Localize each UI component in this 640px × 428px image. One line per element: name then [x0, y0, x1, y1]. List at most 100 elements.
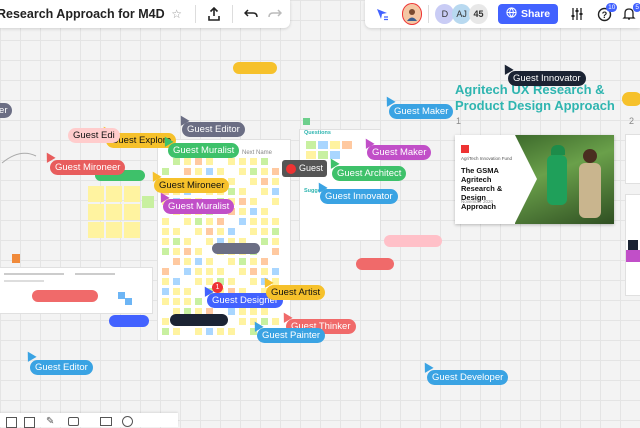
sticky-note[interactable]	[228, 308, 235, 315]
sticky-note[interactable]	[228, 188, 235, 195]
sticky-note[interactable]	[173, 258, 180, 265]
sticky-note[interactable]	[261, 158, 268, 165]
sticky-note[interactable]	[206, 228, 213, 235]
sticky-note[interactable]	[272, 198, 279, 205]
sticky-note[interactable]	[261, 288, 268, 295]
sticky-note[interactable]	[162, 248, 169, 255]
sticky-note[interactable]	[206, 308, 213, 315]
sticky-note[interactable]	[239, 308, 246, 315]
sticky-note[interactable]	[184, 298, 191, 305]
sticky-note[interactable]	[195, 328, 202, 335]
sticky-note[interactable]	[261, 278, 268, 285]
sticky-note[interactable]	[195, 158, 202, 165]
sticky-note[interactable]	[272, 238, 279, 245]
sticky-note[interactable]	[250, 308, 257, 315]
sticky-note[interactable]	[195, 228, 202, 235]
sticky-note[interactable]	[250, 268, 257, 275]
sticky-note[interactable]	[239, 198, 246, 205]
sticky-note[interactable]	[250, 218, 257, 225]
sticky-note[interactable]	[195, 258, 202, 265]
collaborator-avatar[interactable]: AJ	[452, 4, 472, 24]
sticky-note[interactable]	[195, 168, 202, 175]
star-icon[interactable]: ☆	[171, 7, 183, 21]
sticky-note[interactable]	[272, 188, 279, 195]
sticky-note[interactable]	[162, 228, 169, 235]
notification-bell-icon[interactable]: 5	[617, 2, 640, 26]
avatar[interactable]	[401, 3, 423, 25]
sticky-note[interactable]	[228, 288, 235, 295]
sticky-note[interactable]	[250, 178, 257, 185]
sticky-note[interactable]	[217, 278, 224, 285]
sticky-note[interactable]	[228, 258, 235, 265]
sticky-note[interactable]	[261, 208, 268, 215]
sticky-note[interactable]	[228, 178, 235, 185]
sticky-note[interactable]	[228, 278, 235, 285]
comment-icon[interactable]	[68, 417, 79, 426]
sticky-note[interactable]	[239, 288, 246, 295]
sticky-note[interactable]	[261, 268, 268, 275]
sticky-note[interactable]	[195, 298, 202, 305]
slide-card[interactable]: AgriTech Innovation Fund The GSMA Agrite…	[455, 135, 614, 224]
share-button[interactable]: Share	[497, 4, 559, 24]
sticky-note[interactable]	[272, 168, 279, 175]
sticky-note[interactable]	[239, 188, 246, 195]
sticky-note[interactable]	[239, 218, 246, 225]
sticky-note[interactable]	[239, 268, 246, 275]
emoji-icon[interactable]	[122, 416, 133, 427]
sticky-note[interactable]	[206, 218, 213, 225]
sticky-note[interactable]	[206, 158, 213, 165]
board-title[interactable]: Research Approach for M4D	[0, 7, 165, 21]
left-board-frame[interactable]	[0, 268, 152, 313]
sticky-note[interactable]	[228, 238, 235, 245]
sticky-cluster[interactable]	[88, 186, 158, 256]
sticky-note[interactable]	[239, 318, 246, 325]
sticky-note[interactable]	[162, 168, 169, 175]
sticky-note[interactable]	[261, 258, 268, 265]
frame-icon[interactable]	[24, 417, 35, 428]
sticky-note[interactable]	[206, 168, 213, 175]
video-icon[interactable]	[100, 417, 112, 426]
red-marker[interactable]: 1	[212, 282, 223, 293]
help-icon[interactable]: ? 10	[593, 2, 618, 26]
sticky-note[interactable]	[195, 278, 202, 285]
sticky-note[interactable]	[217, 268, 224, 275]
collaborator-count[interactable]: 45	[469, 4, 488, 24]
sticky-note[interactable]	[162, 238, 169, 245]
sticky-note[interactable]	[206, 278, 213, 285]
sticky-note[interactable]	[272, 248, 279, 255]
settings-sliders-icon[interactable]	[566, 2, 589, 26]
sticky-note[interactable]	[173, 248, 180, 255]
sticky-note[interactable]	[272, 228, 279, 235]
sticky-note[interactable]	[228, 158, 235, 165]
sticky-note[interactable]	[272, 178, 279, 185]
sticky-note[interactable]	[162, 288, 169, 295]
sticky-note[interactable]	[195, 268, 202, 275]
sticky-note[interactable]	[184, 238, 191, 245]
sticky-note[interactable]	[217, 238, 224, 245]
sticky-note[interactable]	[184, 218, 191, 225]
sticky-note[interactable]	[239, 258, 246, 265]
sticky-note[interactable]	[239, 158, 246, 165]
sticky-note[interactable]	[184, 308, 191, 315]
sticky-note[interactable]	[195, 308, 202, 315]
sticky-note[interactable]	[184, 268, 191, 275]
sticky-note[interactable]	[250, 158, 257, 165]
sticky-note[interactable]	[272, 318, 279, 325]
sticky-note[interactable]	[184, 288, 191, 295]
sticky-note[interactable]	[217, 168, 224, 175]
sticky-note[interactable]	[173, 238, 180, 245]
sticky-note[interactable]	[173, 158, 180, 165]
follow-cursor-icon[interactable]	[371, 2, 394, 26]
sticky-note[interactable]	[184, 248, 191, 255]
sticky-note[interactable]	[206, 258, 213, 265]
sticky-note[interactable]	[184, 168, 191, 175]
sticky-note[interactable]	[261, 308, 268, 315]
sticky-note[interactable]	[162, 278, 169, 285]
undo-icon[interactable]	[239, 2, 263, 26]
sticky-note[interactable]	[173, 298, 180, 305]
sticky-note[interactable]	[250, 278, 257, 285]
sticky-note[interactable]	[261, 318, 268, 325]
sticky-note[interactable]	[239, 208, 246, 215]
sticky-note[interactable]	[173, 308, 180, 315]
sticky-note[interactable]	[250, 168, 257, 175]
